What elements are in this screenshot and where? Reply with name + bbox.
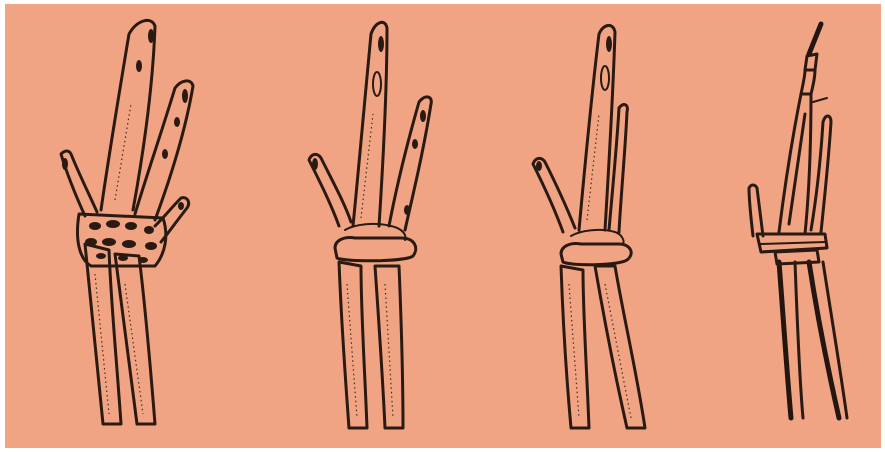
ulna-bone: [115, 254, 155, 424]
diagram-plate: [5, 4, 881, 448]
radius-bone: [85, 244, 121, 424]
wrist-bones: [561, 243, 631, 264]
digit-3: [579, 25, 615, 230]
forelimb-skeleton-fused-digit-icon: [533, 25, 645, 428]
digit-splint: [749, 185, 763, 236]
digit-splint: [811, 116, 831, 232]
wrist-bones: [335, 237, 416, 260]
radius-bone: [779, 262, 791, 418]
radius-bone: [561, 266, 589, 428]
forelimb-skeleton-single-digit-icon: [749, 24, 847, 418]
ulna-bone: [595, 266, 645, 428]
forelimb-evolution-diagram: [5, 4, 881, 448]
radius-bone: [339, 262, 367, 428]
forelimb-skeleton-three-digit-icon: [309, 22, 431, 428]
forelimb-skeleton-five-digit-icon: [61, 20, 193, 424]
digit-3: [101, 20, 155, 210]
digit-3: [353, 22, 387, 226]
